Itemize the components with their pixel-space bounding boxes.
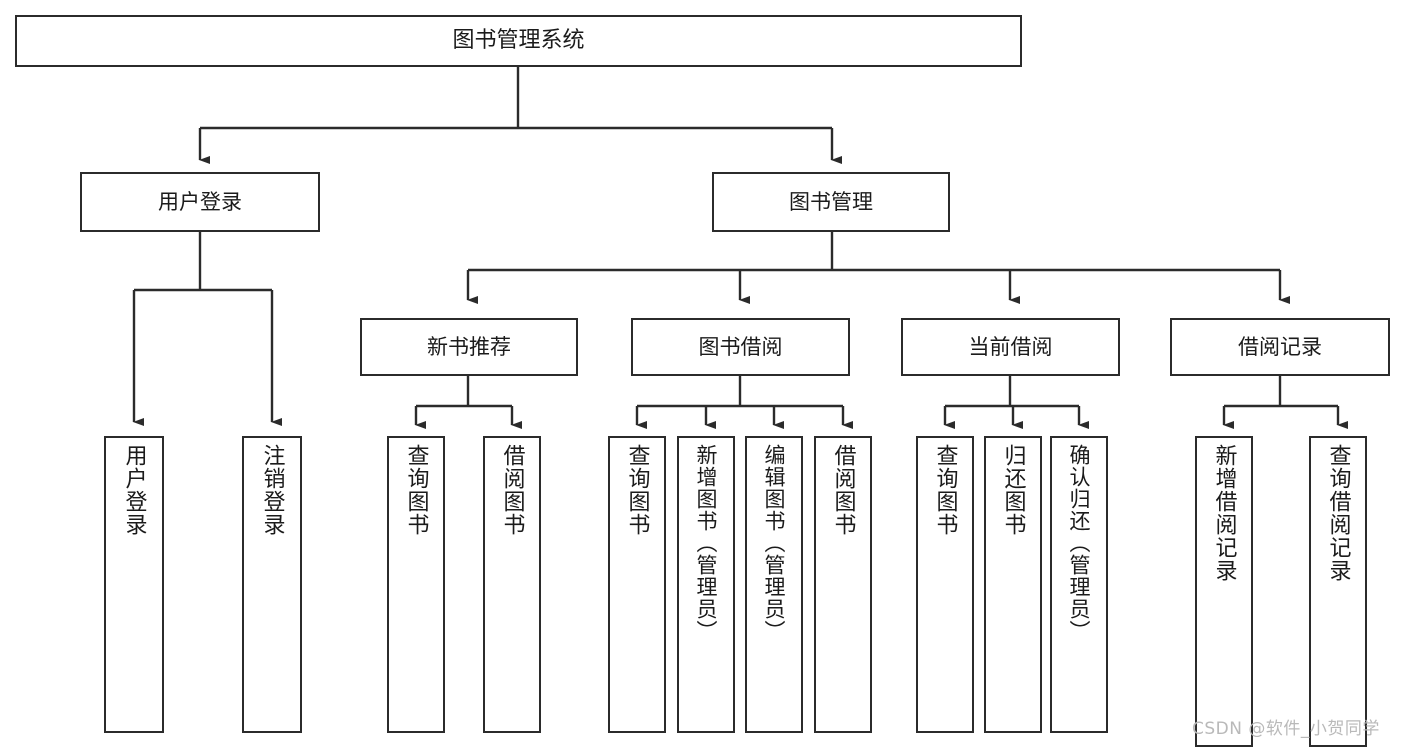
node-current-borrow[interactable]: 当前借阅 (901, 318, 1120, 376)
leaf-new-book-query-book[interactable]: 查询图书 (387, 436, 445, 733)
watermark-text: CSDN @软件_小贺同学 (1192, 719, 1380, 739)
node-label: 注销登录 (259, 444, 285, 536)
node-label: 编辑图书（管理员） (762, 444, 787, 642)
node-label: 查询图书 (932, 444, 958, 536)
node-label: 当前借阅 (968, 334, 1053, 359)
node-label: 归还图书 (1000, 444, 1026, 536)
node-label: 查询借阅记录 (1325, 444, 1351, 582)
leaf-new-book-borrow-book[interactable]: 借阅图书 (483, 436, 541, 733)
node-label: 查询图书 (403, 444, 429, 536)
node-user-login[interactable]: 用户登录 (80, 172, 320, 232)
node-label: 新增图书（管理员） (694, 444, 719, 642)
node-label: 用户登录 (121, 444, 147, 536)
node-borrow-record[interactable]: 借阅记录 (1170, 318, 1390, 376)
node-label: 用户登录 (158, 189, 242, 214)
node-new-book-recommend[interactable]: 新书推荐 (360, 318, 578, 376)
leaf-borrow-record-add-record[interactable]: 新增借阅记录 (1195, 436, 1253, 747)
node-label: 新增借阅记录 (1211, 444, 1237, 582)
node-label: 查询图书 (624, 444, 650, 536)
leaf-book-borrow-query-book[interactable]: 查询图书 (608, 436, 666, 733)
leaf-current-borrow-confirm-return-admin[interactable]: 确认归还（管理员） (1050, 436, 1108, 733)
leaf-current-borrow-return-book[interactable]: 归还图书 (984, 436, 1042, 733)
node-label: 确认归还（管理员） (1067, 444, 1092, 642)
node-label: 借阅记录 (1238, 334, 1322, 359)
leaf-book-borrow-edit-book-admin[interactable]: 编辑图书（管理员） (745, 436, 803, 733)
node-book-borrow[interactable]: 图书借阅 (631, 318, 850, 376)
leaf-borrow-record-query-record[interactable]: 查询借阅记录 (1309, 436, 1367, 747)
leaf-book-borrow-add-book-admin[interactable]: 新增图书（管理员） (677, 436, 735, 733)
node-label: 借阅图书 (830, 444, 856, 536)
node-label: 借阅图书 (499, 444, 525, 536)
node-label: 图书管理 (789, 189, 873, 214)
leaf-current-borrow-query-book[interactable]: 查询图书 (916, 436, 974, 733)
leaf-user-login-logout[interactable]: 注销登录 (242, 436, 302, 733)
leaf-user-login-login[interactable]: 用户登录 (104, 436, 164, 733)
node-label: 图书借阅 (698, 334, 783, 359)
leaf-book-borrow-borrow-book[interactable]: 借阅图书 (814, 436, 872, 733)
node-label: 新书推荐 (427, 334, 511, 359)
node-root-book-management-system[interactable]: 图书管理系统 (15, 15, 1022, 67)
node-label: 图书管理系统 (452, 28, 585, 54)
node-book-management[interactable]: 图书管理 (712, 172, 950, 232)
